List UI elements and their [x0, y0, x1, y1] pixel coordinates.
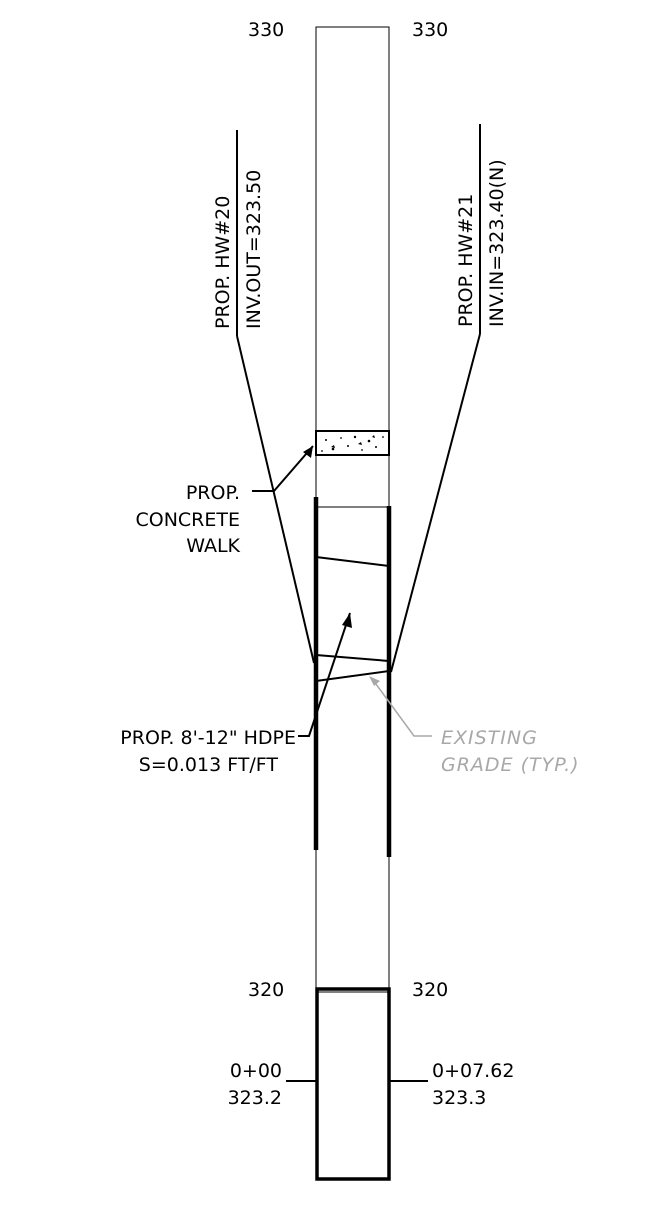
existing-grade-label-line2: GRADE (TYP.): [441, 754, 580, 776]
walk-label-leader: [252, 445, 314, 492]
pipe-crown-line: [315, 556, 390, 567]
pipe-label-line1: PROP. 8'-12" HDPE: [120, 727, 296, 749]
elevation-bottom-right: 320: [412, 979, 448, 1001]
headwall-left-leader: [236, 335, 315, 664]
existing-grade-label-line1: EXISTING: [441, 727, 538, 749]
profile-frame: [315, 26, 390, 993]
existing-grade-leader: [372, 679, 432, 737]
walk-label-line1: PROP.: [186, 482, 240, 504]
pipe-leader-arrowhead: [342, 613, 352, 628]
headwall-right-leader: [390, 333, 481, 673]
elevation-top-left: 330: [248, 19, 284, 41]
pipe-label-line2: S=0.013 FT/FT: [139, 754, 279, 776]
station-left: 0+00: [230, 1060, 282, 1082]
headwall-left-name: PROP. HW#20: [212, 196, 234, 329]
concrete-walk-hatch: [321, 435, 384, 452]
station-right: 0+07.62: [432, 1060, 514, 1082]
elevation-top-right: 330: [412, 19, 448, 41]
headwall-right-invert: INV.IN=323.40(N): [486, 159, 508, 327]
walk-leader-arrowhead: [303, 446, 313, 458]
elevation-bottom-left: 320: [248, 979, 284, 1001]
headwall-left-invert: INV.OUT=323.50: [243, 170, 265, 329]
station-left-elevation: 323.2: [228, 1087, 282, 1109]
walk-label-line3: WALK: [186, 535, 240, 557]
pipe-label-leader: [298, 612, 351, 737]
walk-label-line2: CONCRETE: [135, 509, 240, 531]
existing-grade-arrowhead: [369, 676, 380, 686]
concrete-walk: [315, 430, 390, 456]
headwall-right-name: PROP. HW#21: [455, 194, 477, 327]
pipe-invert-line: [315, 654, 390, 662]
profile-base-box: [315, 987, 391, 1181]
station-right-elevation: 323.3: [432, 1087, 486, 1109]
